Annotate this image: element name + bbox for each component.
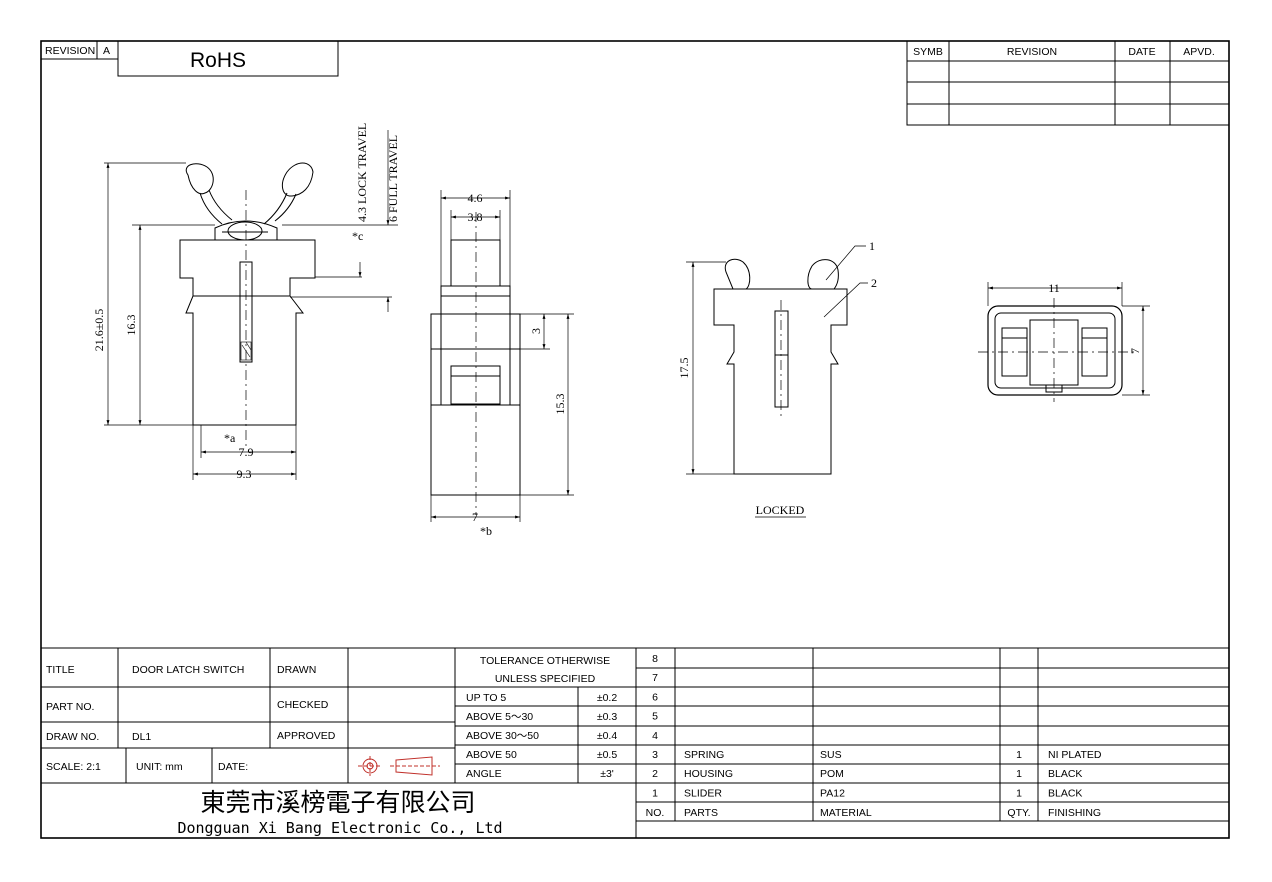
bom-cell-no: 1	[652, 787, 658, 799]
height-body-dim: 16.3	[124, 315, 138, 336]
bom-cell-no: 8	[652, 653, 658, 665]
bom-cell-no: 7	[652, 672, 658, 684]
width-outer-dim: 9.3	[237, 467, 252, 481]
tol-value-2: ±0.3	[597, 711, 618, 723]
bom-cell-finish: BLACK	[1048, 787, 1082, 799]
bom-header-finishing: FINISHING	[1048, 807, 1101, 819]
tolerance-header-1: TOLERANCE OTHERWISE	[480, 655, 610, 667]
draw-value: DL1	[132, 731, 151, 743]
projection-symbol	[358, 756, 440, 776]
mark-c: *c	[352, 229, 363, 243]
locked-height-dim: 17.5	[677, 358, 691, 379]
bom-cell-no: 3	[652, 749, 658, 761]
revision-label: REVISION	[45, 45, 95, 57]
bom-cell-qty: 1	[1016, 749, 1022, 761]
bom-cell-no: 5	[652, 711, 658, 723]
rev-header-apvd: APVD.	[1183, 46, 1215, 58]
top-depth-dim: 7	[1128, 348, 1142, 354]
front-view	[104, 130, 398, 480]
mark-a: *a	[224, 431, 236, 445]
bom-cell-no: 6	[652, 691, 658, 703]
rohs-label: RoHS	[190, 49, 246, 72]
bom-cell-material: POM	[820, 768, 844, 780]
company-name-en: Dongguan Xi Bang Electronic Co., Ltd	[177, 819, 502, 837]
revision-value: A	[103, 45, 110, 57]
callout-1: 1	[869, 239, 875, 253]
bom-cell-qty: 1	[1016, 768, 1022, 780]
bom-cell-material: PA12	[820, 787, 845, 799]
approved-label: APPROVED	[277, 730, 336, 742]
bom-cell-part: SPRING	[684, 749, 724, 761]
top-outer-dim: 4.6	[468, 191, 483, 205]
revision-box	[40, 40, 339, 77]
sheet-border	[40, 40, 1230, 839]
top-view	[978, 282, 1150, 402]
side-height-dim: 15.3	[553, 394, 567, 415]
width-inner-dim: 7.9	[239, 445, 254, 459]
company-name-cn: 東莞市溪榜電子有限公司	[200, 788, 475, 817]
draw-label: DRAW NO.	[46, 731, 99, 743]
rev-header-date: DATE	[1128, 46, 1155, 58]
tol-value-4: ±0.5	[597, 749, 618, 761]
checked-label: CHECKED	[277, 699, 329, 711]
unit-label: UNIT: mm	[136, 761, 183, 773]
bom-header-material: MATERIAL	[820, 807, 872, 819]
bom-cell-finish: BLACK	[1048, 768, 1082, 780]
step-dim: 3	[529, 328, 543, 334]
tol-value-5: ±3'	[600, 768, 614, 780]
rev-header-revision: REVISION	[1007, 46, 1057, 58]
mark-b: *b	[480, 524, 492, 538]
tol-range-5: ANGLE	[466, 768, 502, 780]
bom-header-parts: PARTS	[684, 807, 718, 819]
bom-header-qty: QTY.	[1007, 807, 1030, 819]
tol-value-3: ±0.4	[597, 730, 618, 742]
locked-view	[686, 245, 868, 518]
title-label: TITLE	[46, 664, 75, 676]
bom-cell-no: 4	[652, 730, 658, 742]
tolerance-header-2: UNLESS SPECIFIED	[495, 673, 596, 685]
bom-cell-part: HOUSING	[684, 768, 733, 780]
side-view	[430, 190, 574, 522]
bom-cell-finish: NI PLATED	[1048, 749, 1102, 761]
scale-label: SCALE: 2:1	[46, 761, 101, 773]
locked-caption: LOCKED	[756, 503, 805, 517]
bom-cell-part: SLIDER	[684, 787, 722, 799]
revision-table	[906, 40, 1230, 126]
date-label: DATE:	[218, 761, 248, 773]
bom-header-no: NO.	[646, 807, 665, 819]
drawn-label: DRAWN	[277, 664, 316, 676]
tol-range-3: ABOVE 30～50	[466, 730, 539, 742]
tol-value-1: ±0.2	[597, 692, 618, 704]
callout-2: 2	[871, 276, 877, 290]
top-width-dim: 11	[1048, 281, 1060, 295]
tol-range-4: ABOVE 50	[466, 749, 517, 761]
lock-travel-label: 4.3 LOCK TRAVEL	[355, 123, 369, 222]
tol-range-2: ABOVE 5～30	[466, 711, 533, 723]
side-width-dim: 7	[472, 510, 478, 524]
top-inner-dim: 3.8	[468, 210, 483, 224]
bom-cell-qty: 1	[1016, 787, 1022, 799]
full-travel-label: 6 FULL TRAVEL	[386, 135, 400, 222]
title-value: DOOR LATCH SWITCH	[132, 664, 244, 676]
tol-range-1: UP TO 5	[466, 692, 506, 704]
bom-cell-material: SUS	[820, 749, 842, 761]
rev-header-symb: SYMB	[913, 46, 943, 58]
bom-cell-no: 2	[652, 768, 658, 780]
part-label: PART NO.	[46, 701, 94, 713]
height-total-dim: 21.6±0.5	[92, 309, 106, 352]
title-block-grid	[41, 647, 1229, 838]
